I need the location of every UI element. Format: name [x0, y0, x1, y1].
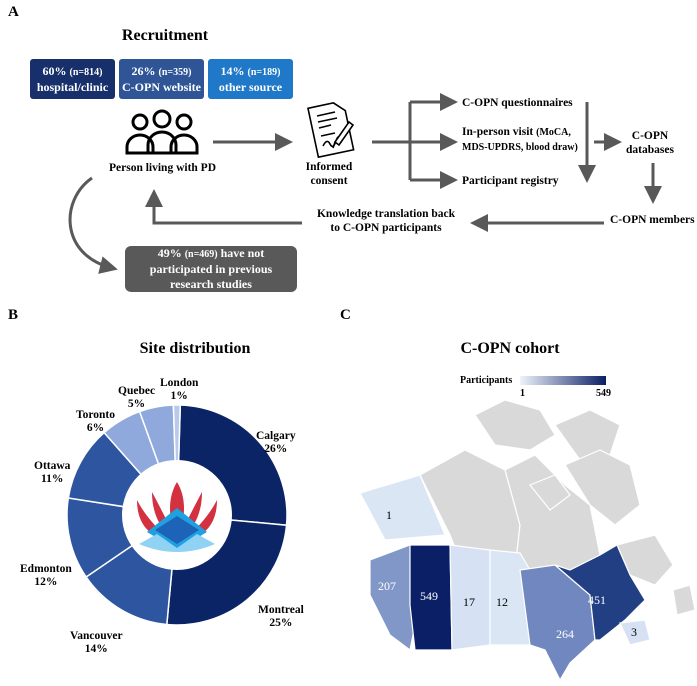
site-name: Ottawa	[34, 460, 71, 472]
recruitment-pct: 14%	[220, 64, 245, 78]
site-pct: 26%	[264, 443, 288, 455]
recruitment-label: C-OPN website	[122, 80, 201, 94]
map-value-on: 264	[556, 627, 574, 641]
kt-line: to C-OPN participants	[330, 222, 442, 234]
inperson-detail: (MoCA,	[536, 127, 571, 138]
recruitment-pct: 26%	[131, 64, 156, 78]
site-distribution-title: Site distribution	[139, 340, 251, 357]
site-name: London	[160, 377, 199, 389]
consent-line: Informed	[305, 161, 353, 173]
arrow-to-not-participated	[68, 176, 118, 274]
legend-max: 549	[596, 388, 611, 399]
map-island-3	[529, 474, 571, 511]
recruitment-title: Recruitment	[121, 27, 209, 44]
panel-letter-c: C	[340, 307, 351, 323]
databases-line: databases	[626, 144, 674, 156]
site-pct: 11%	[41, 473, 64, 485]
not-participated-pct: 49%	[157, 246, 182, 260]
panel-letter-b: B	[8, 307, 19, 323]
knowledge-translation-label: Knowledge translation back to C-OPN part…	[306, 207, 466, 235]
map-value-qc: 451	[588, 593, 606, 607]
questionnaires-label: C-OPN questionnaires	[462, 97, 573, 109]
recruitment-box-website: 26% (n=359) C-OPN website	[119, 59, 204, 99]
databases-line: C-OPN	[631, 130, 669, 142]
site-pct: 6%	[86, 422, 105, 434]
recruitment-box-hospital: 60% (n=814) hospital/clinic	[30, 59, 115, 99]
map-baffin	[564, 449, 641, 526]
map-value-mb: 12	[496, 595, 508, 609]
members-label: C-OPN members	[610, 214, 695, 226]
recruitment-n: (n=189)	[247, 67, 281, 78]
map-value-bc: 207	[378, 579, 396, 593]
informed-consent-label: Informed consent	[292, 160, 366, 188]
inperson-main: In-person visit	[462, 126, 534, 138]
not-participated-text: research studies	[170, 277, 252, 291]
donut-slice-london	[172, 404, 182, 516]
legend-title: Participants	[460, 375, 513, 386]
map-province-yt	[359, 474, 446, 541]
map-title: C-OPN cohort	[460, 340, 560, 357]
map-value-sk: 17	[463, 595, 475, 609]
not-participated-text: have not	[220, 246, 265, 260]
site-pct: 25%	[269, 617, 293, 629]
kt-line: Knowledge translation back	[316, 208, 455, 220]
site-name: Toronto	[76, 409, 115, 421]
recruitment-pct: 60%	[42, 64, 67, 78]
map-province-qc	[554, 544, 646, 641]
site-pct: 1%	[170, 390, 188, 402]
site-name: Vancouver	[70, 630, 123, 642]
site-name: Calgary	[256, 430, 296, 442]
recruitment-label: hospital/clinic	[36, 80, 109, 94]
document-signature-icon	[307, 102, 355, 159]
panel-letter-a: A	[8, 4, 19, 20]
consent-line: consent	[310, 175, 348, 187]
arrow-kt-to-person	[145, 189, 302, 225]
not-participated-text: participated in previous	[149, 262, 273, 276]
map-value-yt: 1	[386, 508, 392, 522]
inperson-visit-label: In-person visit (MoCA, MDS-UPDRS, blood …	[462, 125, 592, 155]
canada-map: 1 207 549 17 12 264 451 3	[359, 399, 696, 682]
site-pct: 5%	[127, 398, 146, 410]
map-province-ab	[409, 544, 453, 651]
site-pct: 12%	[34, 576, 58, 588]
site-name: Edmonton	[20, 563, 72, 575]
site-donut-chart	[66, 404, 288, 626]
databases-label: C-OPN databases	[610, 129, 690, 157]
legend-min: 1	[520, 388, 525, 399]
people-icon	[125, 109, 199, 155]
recruitment-n: (n=359)	[158, 67, 192, 78]
site-pct: 14%	[84, 643, 108, 655]
flow-arrows	[68, 93, 662, 274]
map-arctic-island-1	[474, 399, 556, 451]
not-participated-box: 49% (n=469) have not participated in pre…	[125, 246, 297, 292]
recruitment-n: (n=814)	[69, 67, 103, 78]
legend-gradient	[520, 376, 606, 385]
recruitment-label: other source	[218, 80, 283, 94]
site-name: Montreal	[258, 604, 304, 616]
participant-registry-label: Participant registry	[462, 175, 559, 187]
map-value-nb: 3	[631, 625, 637, 639]
inperson-detail: MDS-UPDRS, blood draw)	[462, 142, 578, 153]
map-province-nb	[619, 619, 651, 646]
site-name: Quebec	[118, 385, 156, 397]
map-newfoundland	[672, 584, 696, 616]
map-value-ab: 549	[420, 589, 438, 603]
map-arctic-island-2	[554, 409, 621, 461]
copn-logo	[137, 482, 217, 552]
recruitment-box-other: 14% (n=189) other source	[208, 59, 293, 99]
not-participated-n: (n=469)	[184, 249, 218, 260]
person-living-with-pd-label: Person living with PD	[108, 162, 216, 174]
